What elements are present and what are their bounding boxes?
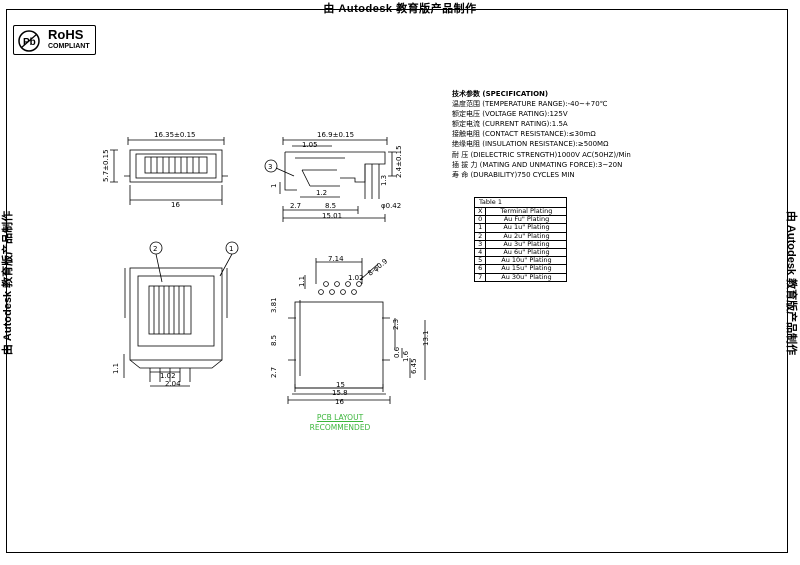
dim-pcb-131: 13.1 — [422, 330, 430, 346]
dim-side-13: 1.3 — [380, 175, 388, 186]
top-view — [110, 137, 228, 205]
callout-3: 3 — [268, 163, 272, 171]
dim-pcb-11: 1.1 — [298, 276, 306, 287]
spec-row: 绝缘电阻 (INSULATION RESISTANCE):≥500MΩ — [452, 140, 609, 149]
dim-pcb-645: 6.45 — [410, 358, 418, 374]
table-cell: Au 30u" Plating — [485, 272, 568, 282]
dim-side-phi: φ0.42 — [381, 202, 401, 210]
callout-2: 2 — [153, 245, 157, 253]
dim-pcb-158: 15.8 — [332, 389, 348, 397]
dim-front-11: 1.1 — [112, 363, 120, 374]
dim-front-204: 2.04 — [165, 380, 181, 388]
dim-pcb-102: 1.02 — [348, 274, 364, 282]
dim-pcb-85: 8.5 — [270, 335, 278, 346]
svg-text:Pb: Pb — [23, 37, 36, 48]
dim-side-1: 1 — [270, 184, 278, 188]
dim-pcb-714: 7.14 — [328, 255, 344, 263]
rohs-pb-free-icon: Pb — [18, 30, 40, 52]
dim-side-width: 16.9±0.15 — [317, 131, 354, 139]
dim-pcb-23: 2.3 — [392, 319, 400, 330]
rohs-title: RoHS — [48, 27, 84, 42]
callout-1: 1 — [229, 245, 233, 253]
spec-row: 寿 命 (DURABILITY)750 CYCLES MIN — [452, 170, 575, 179]
spec-row: 额定电流 (CURRENT RATING):1.5A — [452, 120, 568, 129]
spec-row: 额定电压 (VOLTAGE RATING):125V — [452, 110, 568, 119]
dim-side-1501: 15.01 — [322, 212, 342, 220]
dim-pcb-381: 3.81 — [270, 297, 278, 313]
dim-side-85: 8.5 — [325, 202, 336, 210]
spec-title: 技术参数 (SPECIFICATION) — [452, 90, 549, 98]
dim-pcb-15: 15 — [336, 381, 345, 389]
rohs-subtitle: COMPLIANT — [48, 43, 90, 50]
pcb-layout-view — [287, 258, 426, 404]
dim-pcb-06: 0.6 — [393, 346, 401, 358]
dim-pcb-27: 2.7 — [270, 367, 278, 378]
dim-top-width: 16.35±0.15 — [154, 131, 196, 139]
dim-pcb-16b: 16 — [335, 398, 344, 406]
dim-top-height: 5.7±0.15 — [102, 149, 110, 182]
front-view — [123, 241, 239, 387]
dim-top-base: 16 — [171, 201, 180, 209]
dim-side-24: 2.4±0.15 — [395, 145, 403, 178]
dim-side-12: 1.2 — [316, 189, 327, 197]
dim-front-102: 1.02 — [160, 372, 176, 380]
spec-row: 接触电阻 (CONTACT RESISTANCE):≤30mΩ — [452, 130, 596, 139]
dim-pcb-16: 1.6 — [402, 350, 410, 362]
dim-side-27: 2.7 — [290, 202, 301, 210]
spec-row: 耐 压 (DIELECTRIC STRENGTH)1000V AC(50HZ)/… — [452, 150, 631, 159]
dim-pcb-8phi: 8-φ0.9 — [366, 257, 389, 277]
pcb-caption-line1: PCB LAYOUT — [316, 413, 364, 422]
dim-side-105: 1.05 — [302, 141, 318, 149]
specifications: 技术参数 (SPECIFICATION) 温度范围 (TEMPERATURE R… — [452, 89, 631, 180]
pcb-caption-line2: RECOMMENDED — [309, 423, 371, 432]
table-cell: 7 — [473, 272, 487, 282]
drawing-frame — [6, 9, 788, 553]
side-view — [264, 137, 396, 222]
pcb-layout-caption: PCB LAYOUT RECOMMENDED — [295, 413, 385, 433]
spec-row: 插 拔 力 (MATING AND UNMATING FORCE):3~20N — [452, 160, 623, 169]
spec-row: 温度范围 (TEMPERATURE RANGE):-40~+70℃ — [452, 100, 608, 109]
rohs-logo: Pb RoHS COMPLIANT — [13, 25, 96, 55]
